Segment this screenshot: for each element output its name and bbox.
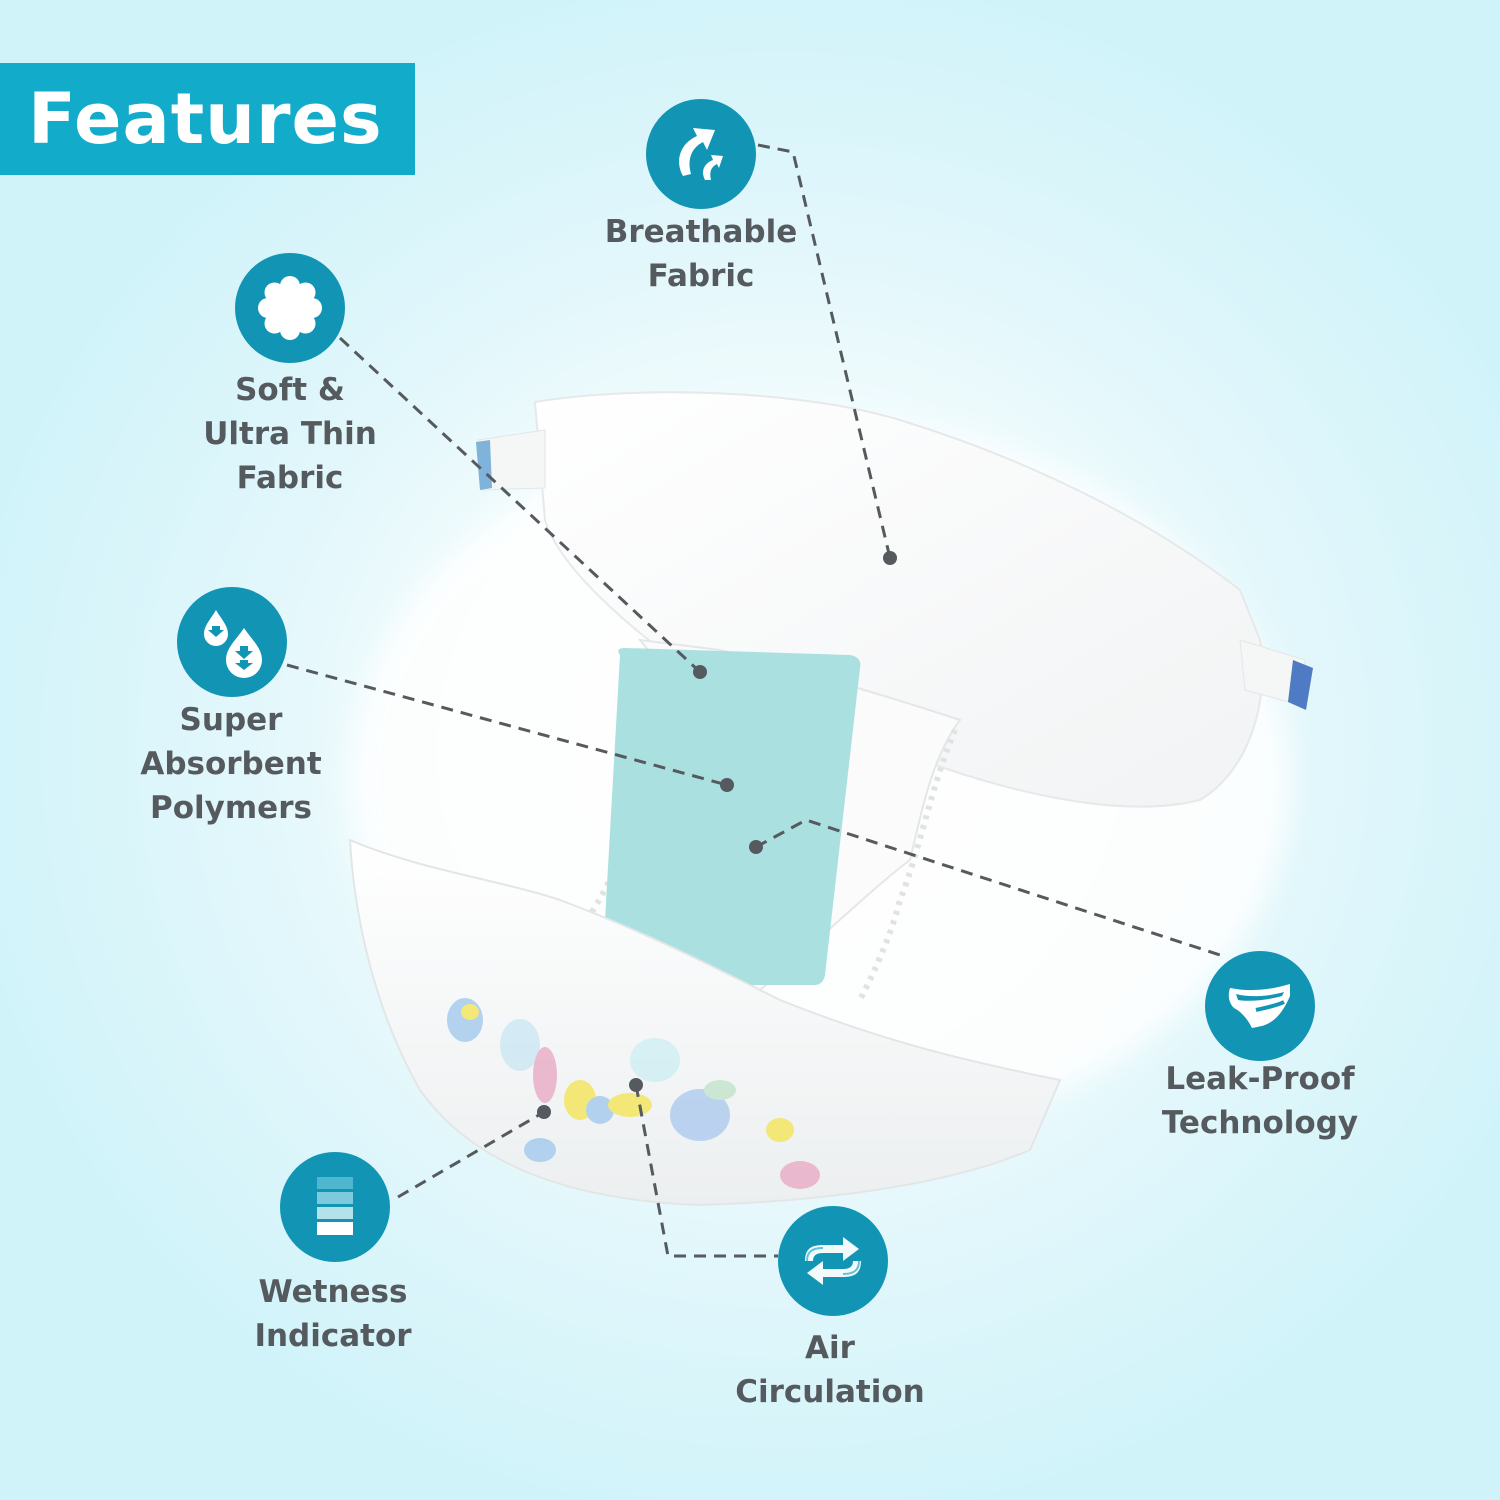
leader-line-absorbent xyxy=(286,663,728,787)
leak-proof-badge xyxy=(1205,951,1315,1061)
leader-line-wetness xyxy=(397,1110,545,1199)
diaper-icon xyxy=(1228,984,1290,1028)
swap-arrows-icon xyxy=(805,1237,861,1285)
absorbent-polymers-label: Super Absorbent Polymers xyxy=(140,702,322,826)
right-tab-fastener xyxy=(1288,660,1313,710)
absorbent-core xyxy=(601,648,861,986)
leak-proof-label: Leak-Proof Technology xyxy=(1161,1061,1359,1141)
leader-line-air xyxy=(634,1084,778,1258)
anchor-dot-breathable xyxy=(883,551,897,565)
anchor-dot-air xyxy=(629,1078,643,1092)
features-banner: Features xyxy=(0,63,415,175)
arrows-up-icon xyxy=(679,128,723,180)
breathable-fabric-badge xyxy=(646,99,756,209)
banner-title: Features xyxy=(28,78,383,160)
breathable-fabric-label: Breathable Fabric xyxy=(604,214,798,294)
cloud-flower-icon xyxy=(258,276,322,340)
leader-line-soft xyxy=(338,336,702,674)
anchor-dot-wetness xyxy=(537,1105,551,1119)
print-pattern xyxy=(447,998,820,1189)
anchor-dot-absorbent xyxy=(720,778,734,792)
level-bars-icon xyxy=(317,1177,353,1235)
water-drops-icon xyxy=(204,610,262,678)
front-waist-panel xyxy=(348,838,1062,1207)
leader-line-leakproof xyxy=(755,818,1221,957)
wetness-indicator-badge xyxy=(280,1152,390,1262)
absorbent-polymers-badge xyxy=(177,587,287,697)
anchor-dot-leakproof xyxy=(749,840,763,854)
anchor-dot-soft xyxy=(693,665,707,679)
air-circulation-badge xyxy=(778,1206,888,1316)
left-tab-fastener xyxy=(476,440,492,490)
leader-line-breathable xyxy=(757,143,892,559)
soft-fabric-label: Soft & Ultra Thin Fabric xyxy=(203,372,377,496)
wetness-indicator-label: Wetness Indicator xyxy=(254,1274,412,1354)
air-circulation-label: Air Circulation xyxy=(735,1330,925,1410)
soft-fabric-badge xyxy=(235,253,345,363)
